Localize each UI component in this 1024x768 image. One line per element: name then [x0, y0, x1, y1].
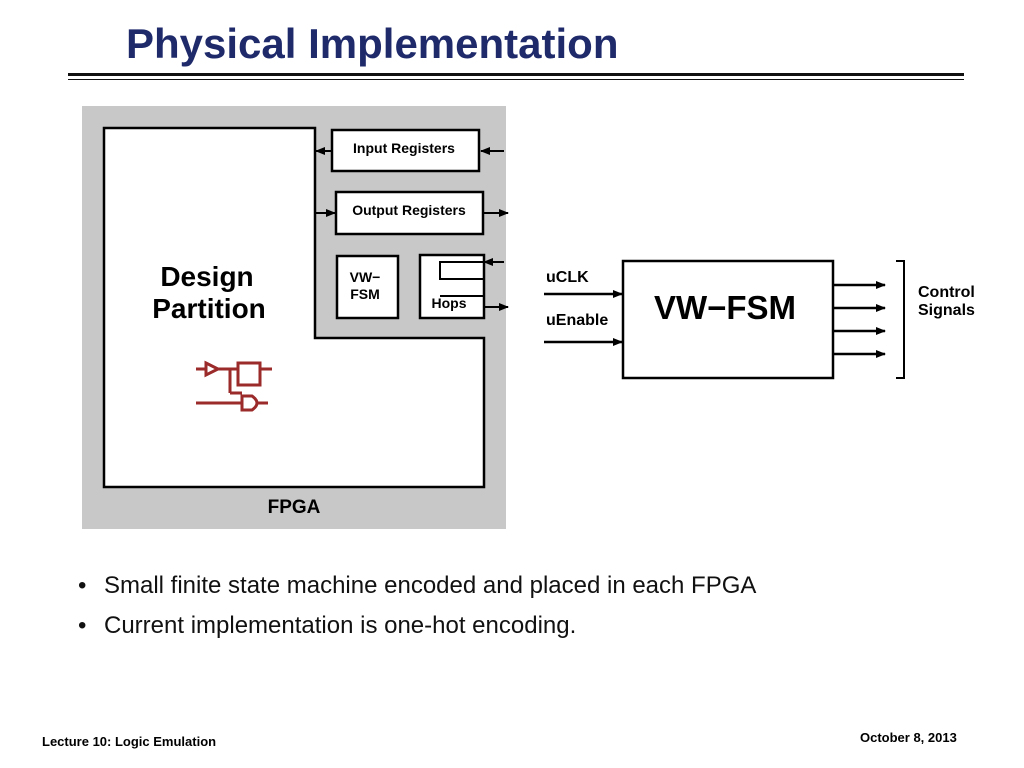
hops-box	[418, 253, 486, 320]
control-signals-label-line1: Control	[918, 284, 975, 301]
vwfsm-small-label-line2: FSM	[350, 286, 380, 302]
hops-label: Hops	[432, 295, 467, 311]
bullet-item: • Small finite state machine encoded and …	[78, 572, 756, 600]
title-rule-thin	[68, 79, 964, 80]
design-partition-label-line1: Design	[160, 261, 253, 292]
footer-date: October 8, 2013	[860, 730, 957, 745]
fpga-label: FPGA	[268, 497, 321, 518]
bullet-dot: •	[78, 572, 87, 599]
control-output-arrows	[833, 281, 886, 358]
fpga-diagram: Design Partition Input Registers Output …	[82, 106, 975, 529]
slide-title: Physical Implementation	[126, 20, 619, 67]
uclk-label: uCLK	[546, 269, 589, 286]
design-partition-label-line2: Partition	[152, 293, 266, 324]
vwfsm-big-label: VW−FSM	[654, 289, 796, 326]
control-signals-label-line2: Signals	[918, 302, 975, 319]
bullet-text: Current implementation is one-hot encodi…	[104, 612, 577, 639]
hops-inner-route	[439, 261, 484, 280]
input-registers-box	[330, 128, 481, 173]
vwfsm-small-label-line1: VW−	[350, 269, 381, 285]
vwfsm-big-box	[621, 259, 835, 380]
bullet-item: • Current implementation is one-hot encod…	[78, 612, 756, 640]
bullet-list: • Small finite state machine encoded and …	[78, 572, 756, 652]
output-registers-label: Output Registers	[352, 202, 466, 218]
design-partition-region	[102, 126, 486, 489]
footer-lecture: Lecture 10: Logic Emulation	[42, 734, 217, 749]
uenable-label: uEnable	[546, 312, 608, 329]
control-bracket	[896, 260, 905, 379]
title-rule	[68, 73, 964, 76]
bullet-dot: •	[78, 612, 87, 639]
hops-inner-box	[440, 295, 485, 318]
logic-circuit-icon	[196, 360, 272, 412]
vwfsm-small-box	[335, 254, 400, 320]
bullet-text: Small finite state machine encoded and p…	[104, 572, 757, 599]
input-registers-label: Input Registers	[353, 140, 455, 156]
